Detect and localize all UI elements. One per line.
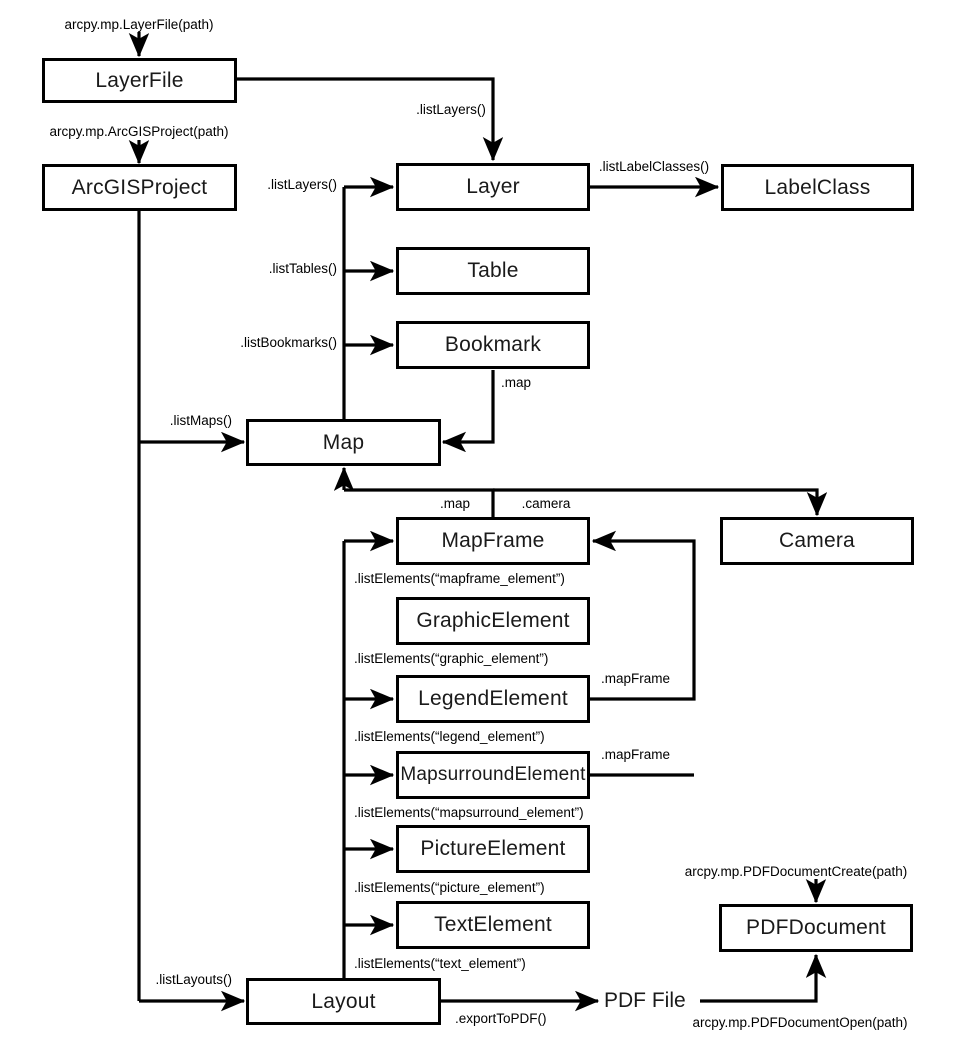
node-labelclass[interactable]: LabelClass [721,164,914,211]
node-pictureelement[interactable]: PictureElement [396,825,590,873]
node-label: TextElement [434,913,552,936]
label-layerfile-constructor: arcpy.mp.LayerFile(path) [64,17,214,32]
label-listmaps: .listMaps() [169,413,232,428]
label-listelements-graphic-element: .listElements(“graphic_element”) [354,651,549,666]
label-listlayers-from-layerfile: .listLayers() [416,102,486,117]
node-layer[interactable]: Layer [396,163,590,211]
pdf-file-label: PDF File [604,989,686,1012]
node-label: PDFDocument [746,916,886,939]
node-label: Layer [466,175,520,198]
label-listelements-text-element: .listElements(“text_element”) [354,956,526,971]
node-mapsurroundelement[interactable]: MapsurroundElement [396,751,590,799]
node-map[interactable]: Map [246,419,441,466]
node-textelement[interactable]: TextElement [396,901,590,949]
label-pdfdocumentcreate: arcpy.mp.PDFDocumentCreate(path) [684,864,908,879]
label-legend-mapframe: .mapFrame [601,671,671,686]
node-legendelement[interactable]: LegendElement [396,675,590,723]
node-label: GraphicElement [416,609,570,632]
label-mapsurround-mapframe: .mapFrame [601,747,671,762]
node-label: ArcGISProject [71,175,208,199]
node-label: Layout [311,989,376,1013]
node-label: LegendElement [418,687,568,710]
node-arcgisproject[interactable]: ArcGISProject [42,164,237,211]
node-label: Camera [779,529,855,552]
node-label: LayerFile [95,68,184,92]
node-label: LabelClass [764,175,871,199]
node-label: Map [322,430,365,454]
label-listelements-legend-element: .listElements(“legend_element”) [354,729,545,744]
node-camera[interactable]: Camera [720,517,914,565]
label-bookmark-map: .map [501,375,532,390]
node-label: PictureElement [420,837,566,860]
node-mapframe[interactable]: MapFrame [396,517,590,565]
label-arcgisproject-constructor: arcpy.mp.ArcGISProject(path) [49,124,229,139]
label-listbookmarks: .listBookmarks() [240,335,337,350]
node-label: Bookmark [444,333,542,356]
label-listelements-mapframe-element: .listElements(“mapframe_element”) [354,571,565,586]
label-listlabelclasses: .listLabelClasses() [598,159,710,174]
node-label: MapsurroundElement [400,764,586,785]
label-listelements-picture-element: .listElements(“picture_element”) [354,880,545,895]
node-graphicelement[interactable]: GraphicElement [396,597,590,645]
node-layerfile[interactable]: LayerFile [42,58,237,103]
node-bookmark[interactable]: Bookmark [396,321,590,369]
label-listlayers-from-map: .listLayers() [267,177,337,192]
node-table[interactable]: Table [396,247,590,295]
label-listelements-mapsurround-element: .listElements(“mapsurround_element”) [354,805,584,820]
node-pdf-file: PDF File [604,989,686,1013]
node-pdfdocument[interactable]: PDFDocument [719,904,913,952]
node-label: MapFrame [441,529,545,552]
label-pdfdocumentopen: arcpy.mp.PDFDocumentOpen(path) [692,1015,908,1030]
node-label: Table [467,259,519,282]
node-layout[interactable]: Layout [246,978,441,1025]
label-mapframe-camera: .camera [521,496,571,511]
label-listtables: .listTables() [268,261,337,276]
label-mapframe-map: .map [439,496,471,511]
label-listlayouts: .listLayouts() [155,972,232,987]
label-exporttopdf: .exportToPDF() [455,1011,547,1026]
